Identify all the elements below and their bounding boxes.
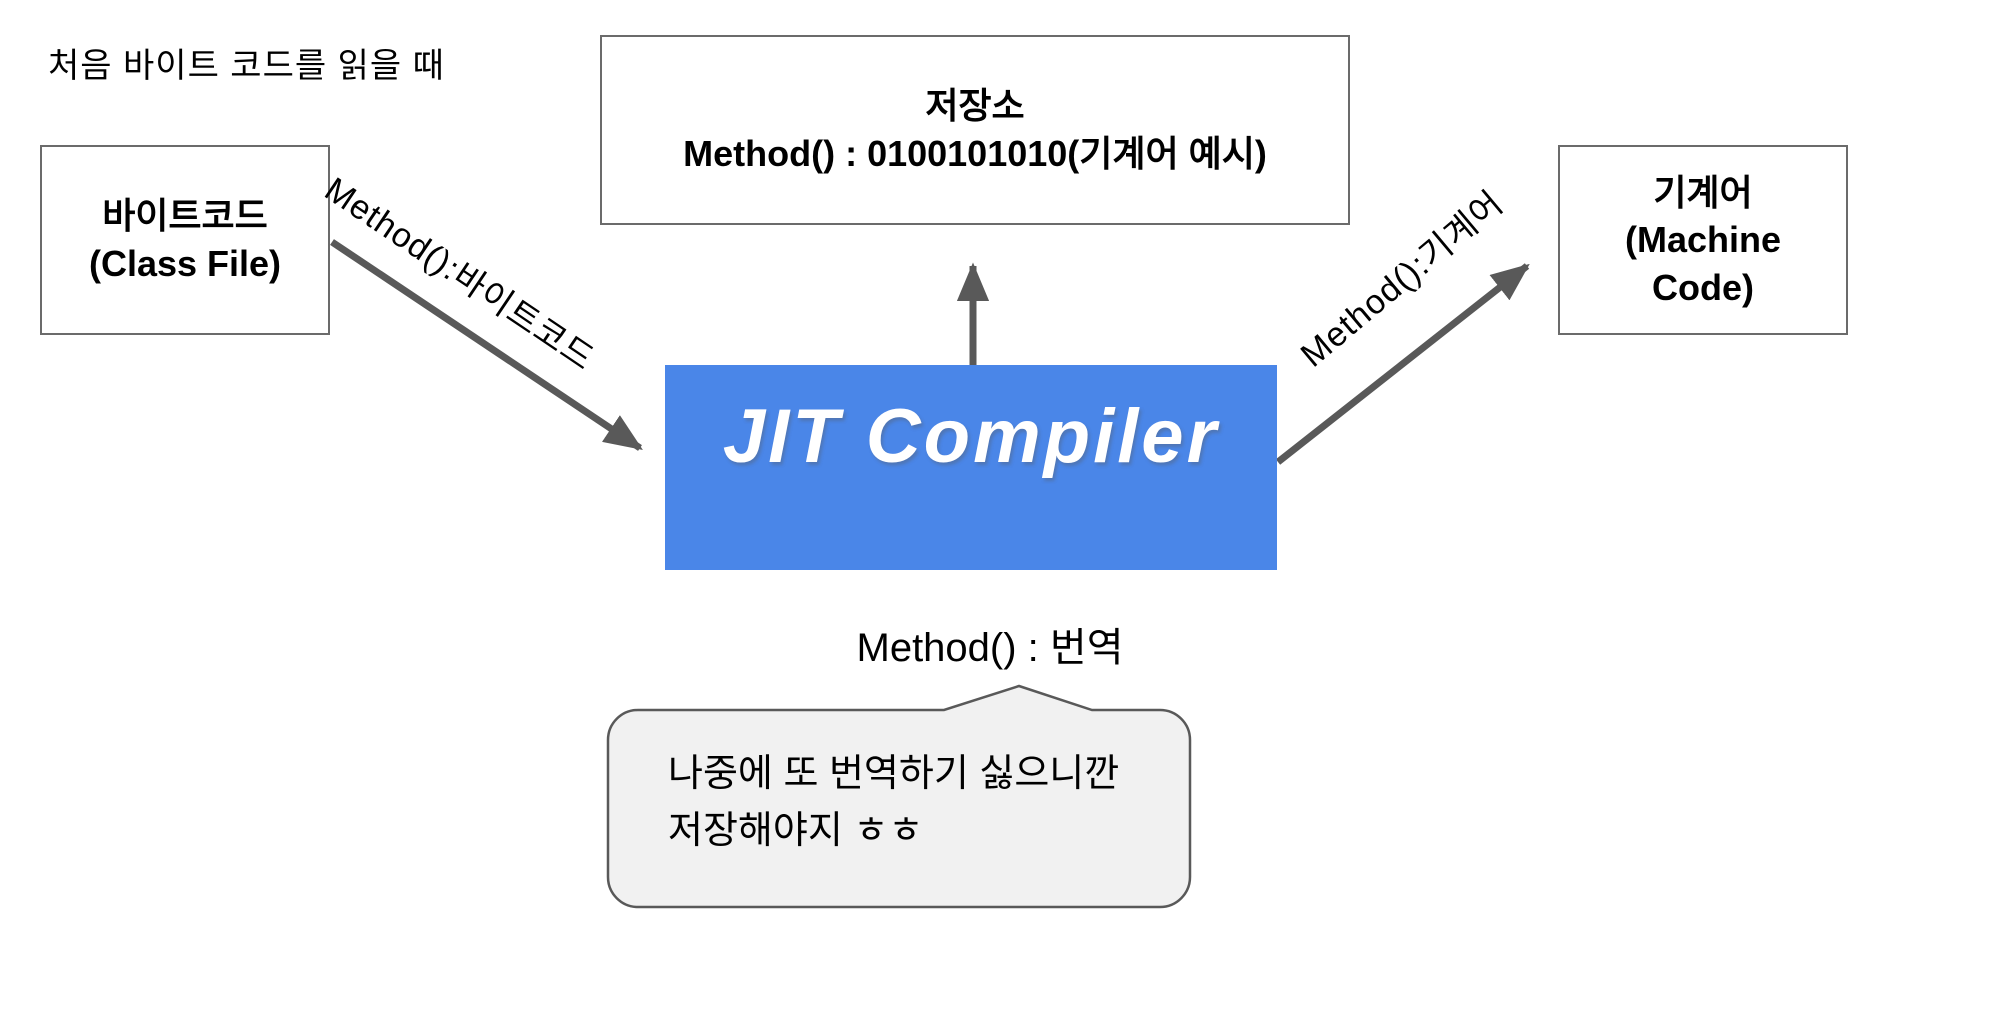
node-storage-line2: Method() : 0100101010(기계어 예시) [683,133,1267,174]
speech-bubble-line2: 저장해야지 ㅎㅎ [668,810,924,852]
node-storage-line1: 저장소 [925,85,1025,127]
node-storage: 저장소 Method() : 0100101010(기계어 예시) [600,35,1350,225]
node-machine-line2: (Machine [1624,219,1782,261]
speech-bubble-text: 나중에 또 번역하기 싫으니깐 저장해야지 ㅎㅎ [668,746,1119,860]
jit-translate-caption: Method() : 번역 [856,626,1124,670]
node-jit-compiler: JIT Compiler [665,365,1277,570]
jit-compiler-label: JIT Compiler [722,394,1220,479]
node-bytecode: 바이트코드 (Class File) [40,145,330,335]
node-machine-line3: Code) [1652,266,1754,308]
speech-bubble-shape [606,684,1192,909]
node-machine-line1: 기계어 [1653,171,1753,213]
arrow-bytecode-to-jit [330,239,643,451]
node-bytecode-line1: 바이트코드 [102,195,268,237]
node-bytecode-line2: (Class File) [88,243,282,284]
arrow-jit-to-machine [1275,263,1530,465]
node-machine-code: 기계어 (Machine Code) [1558,145,1848,335]
diagram-title: 처음 바이트 코드를 읽을 때 [48,47,445,85]
speech-bubble-line1: 나중에 또 번역하기 싫으니깐 [668,753,1120,795]
